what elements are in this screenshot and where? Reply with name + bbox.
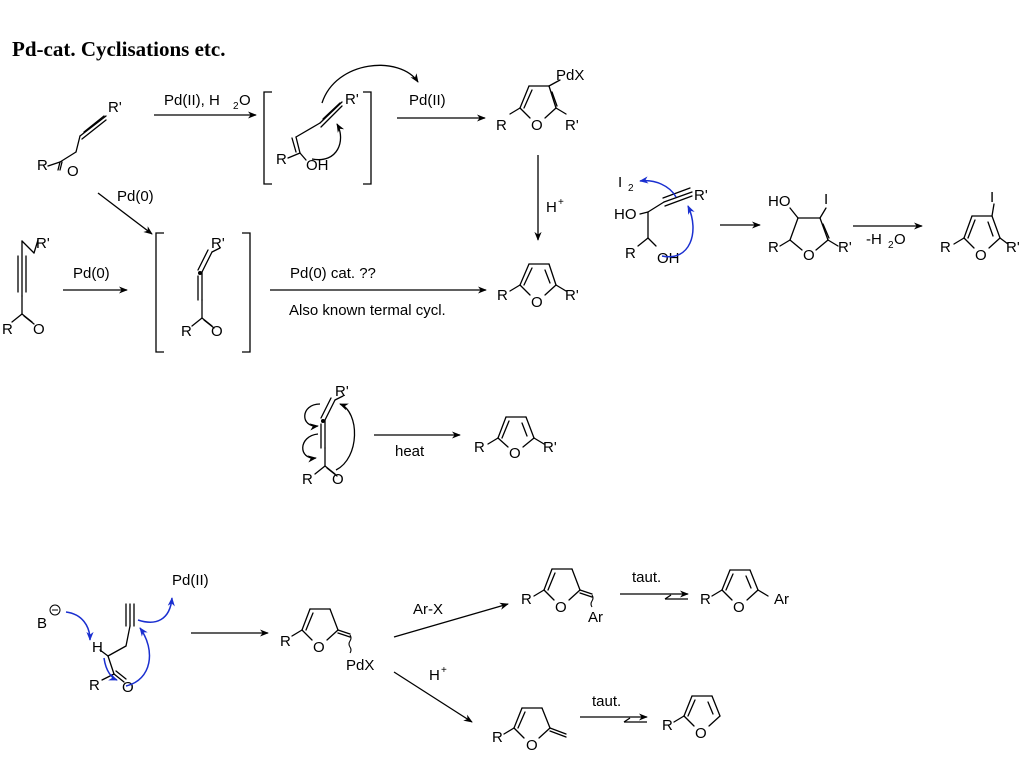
svg-text:Pd(II): Pd(II) — [172, 572, 209, 589]
svg-text:R: R — [700, 591, 711, 608]
svg-text:R: R — [181, 323, 192, 340]
svg-text:PdX: PdX — [556, 67, 584, 84]
svg-text:Ar: Ar — [774, 591, 789, 608]
svg-text:R: R — [940, 239, 951, 256]
svg-text:R': R' — [838, 239, 852, 256]
furan-thermal-product: O R R' — [474, 416, 557, 462]
reagent-h-plus-bottom: H — [429, 667, 440, 684]
arrow-pd0-diagonal — [97, 192, 153, 235]
svg-text:O: O — [332, 471, 344, 488]
allenone-thermal: R' R O — [302, 383, 356, 488]
ynone-start: R' R O — [37, 99, 122, 180]
pd-vinyl-dihydrofuran: R O PdX — [280, 608, 374, 674]
page-title: Pd-cat. Cyclisations etc. — [12, 37, 225, 61]
svg-text:O: O — [894, 231, 906, 248]
svg-text:O: O — [531, 117, 543, 134]
reagent-h2o-sub: 2 — [233, 101, 239, 112]
note-also-known: Also known termal cycl. — [289, 302, 446, 319]
svg-text:O: O — [531, 294, 543, 311]
svg-text:R: R — [496, 117, 507, 134]
svg-text:O: O — [695, 725, 707, 742]
svg-text:Ar: Ar — [588, 609, 603, 626]
svg-text:R': R' — [694, 187, 708, 204]
svg-text:O: O — [509, 445, 521, 462]
svg-text:H: H — [92, 639, 103, 656]
svg-text:+: + — [441, 665, 447, 676]
label-r: R — [37, 157, 48, 174]
svg-text:R': R' — [36, 235, 50, 252]
methylfuran-product: R O — [662, 695, 721, 742]
reagent-minus-h2o: -H — [866, 231, 882, 248]
svg-text:I: I — [824, 191, 828, 208]
reagent-taut-top: taut. — [632, 569, 661, 586]
iodocyclisation-substrate: I 2 HO R' R OH — [614, 174, 708, 267]
svg-text:R: R — [768, 239, 779, 256]
svg-text:O: O — [733, 599, 745, 616]
svg-text:R': R' — [335, 383, 349, 400]
label-r-prime: R' — [108, 99, 122, 116]
reagent-taut-bottom: taut. — [592, 693, 621, 710]
reagent-pd0-cat: Pd(0) cat. ?? — [290, 265, 376, 282]
svg-text:2: 2 — [888, 240, 894, 251]
svg-text:R: R — [2, 321, 13, 338]
svg-text:PdX: PdX — [346, 657, 374, 674]
svg-text:O: O — [313, 639, 325, 656]
iodofuran-product: I R O R' — [940, 189, 1020, 264]
arrow-ar-x — [393, 602, 509, 638]
svg-text:R: R — [497, 287, 508, 304]
alkynyl-ketone-base: B H R O Pd(II) — [37, 572, 209, 696]
label-o: O — [67, 163, 79, 180]
svg-text:O: O — [211, 323, 223, 340]
svg-text:R: R — [276, 151, 287, 168]
svg-text:HO: HO — [614, 206, 637, 223]
svg-text:R': R' — [565, 287, 579, 304]
svg-text:O: O — [555, 599, 567, 616]
allenone-intermediate: R' R O — [155, 232, 251, 353]
svg-text:O: O — [803, 247, 815, 264]
svg-text:B: B — [37, 615, 47, 632]
svg-text:R: R — [280, 633, 291, 650]
svg-text:R: R — [89, 677, 100, 694]
svg-text:O: O — [526, 737, 538, 754]
svg-text:O: O — [975, 247, 987, 264]
svg-text:I: I — [618, 174, 622, 191]
reagent-pd0-diagonal: Pd(0) — [117, 188, 154, 205]
svg-text:+: + — [558, 197, 564, 208]
svg-text:R': R' — [211, 235, 225, 252]
reagent-heat: heat — [395, 443, 425, 460]
svg-text:R: R — [625, 245, 636, 262]
reagent-pd2-h2o: Pd(II), H — [164, 92, 220, 109]
arrow-h-plus-bottom — [393, 671, 473, 723]
reagent-h2o-o: O — [239, 92, 251, 109]
reagent-h-plus: H — [546, 199, 557, 216]
arylfuran-product: R O Ar — [700, 569, 789, 616]
svg-text:R: R — [302, 471, 313, 488]
svg-text:R': R' — [1006, 239, 1020, 256]
svg-text:O: O — [122, 679, 134, 696]
svg-text:OH: OH — [306, 157, 329, 174]
svg-text:O: O — [33, 321, 45, 338]
reagent-pd0: Pd(0) — [73, 265, 110, 282]
enol-intermediate: R' R OH — [263, 64, 419, 185]
svg-text:I: I — [990, 189, 994, 206]
aryl-vinyl-dihydrofuran: R O Ar — [521, 568, 603, 626]
svg-text:R': R' — [565, 117, 579, 134]
svg-text:2: 2 — [628, 183, 634, 194]
svg-text:R: R — [492, 729, 503, 746]
svg-text:R: R — [662, 717, 673, 734]
dihydrofuran-iodo: HO I R O R' — [768, 191, 852, 264]
svg-text:HO: HO — [768, 193, 791, 210]
reagent-pd2: Pd(II) — [409, 92, 446, 109]
svg-text:R: R — [521, 591, 532, 608]
svg-text:R': R' — [345, 91, 359, 108]
svg-text:R: R — [474, 439, 485, 456]
furan-product: O R R' — [497, 263, 579, 311]
svg-text:R': R' — [543, 439, 557, 456]
reagent-ar-x: Ar-X — [413, 601, 443, 618]
methylene-dihydrofuran: R O — [492, 707, 567, 754]
ynone-b: R' R O — [2, 235, 50, 338]
furan-pdx: O R R' PdX — [496, 67, 584, 134]
svg-text:OH: OH — [657, 250, 680, 267]
